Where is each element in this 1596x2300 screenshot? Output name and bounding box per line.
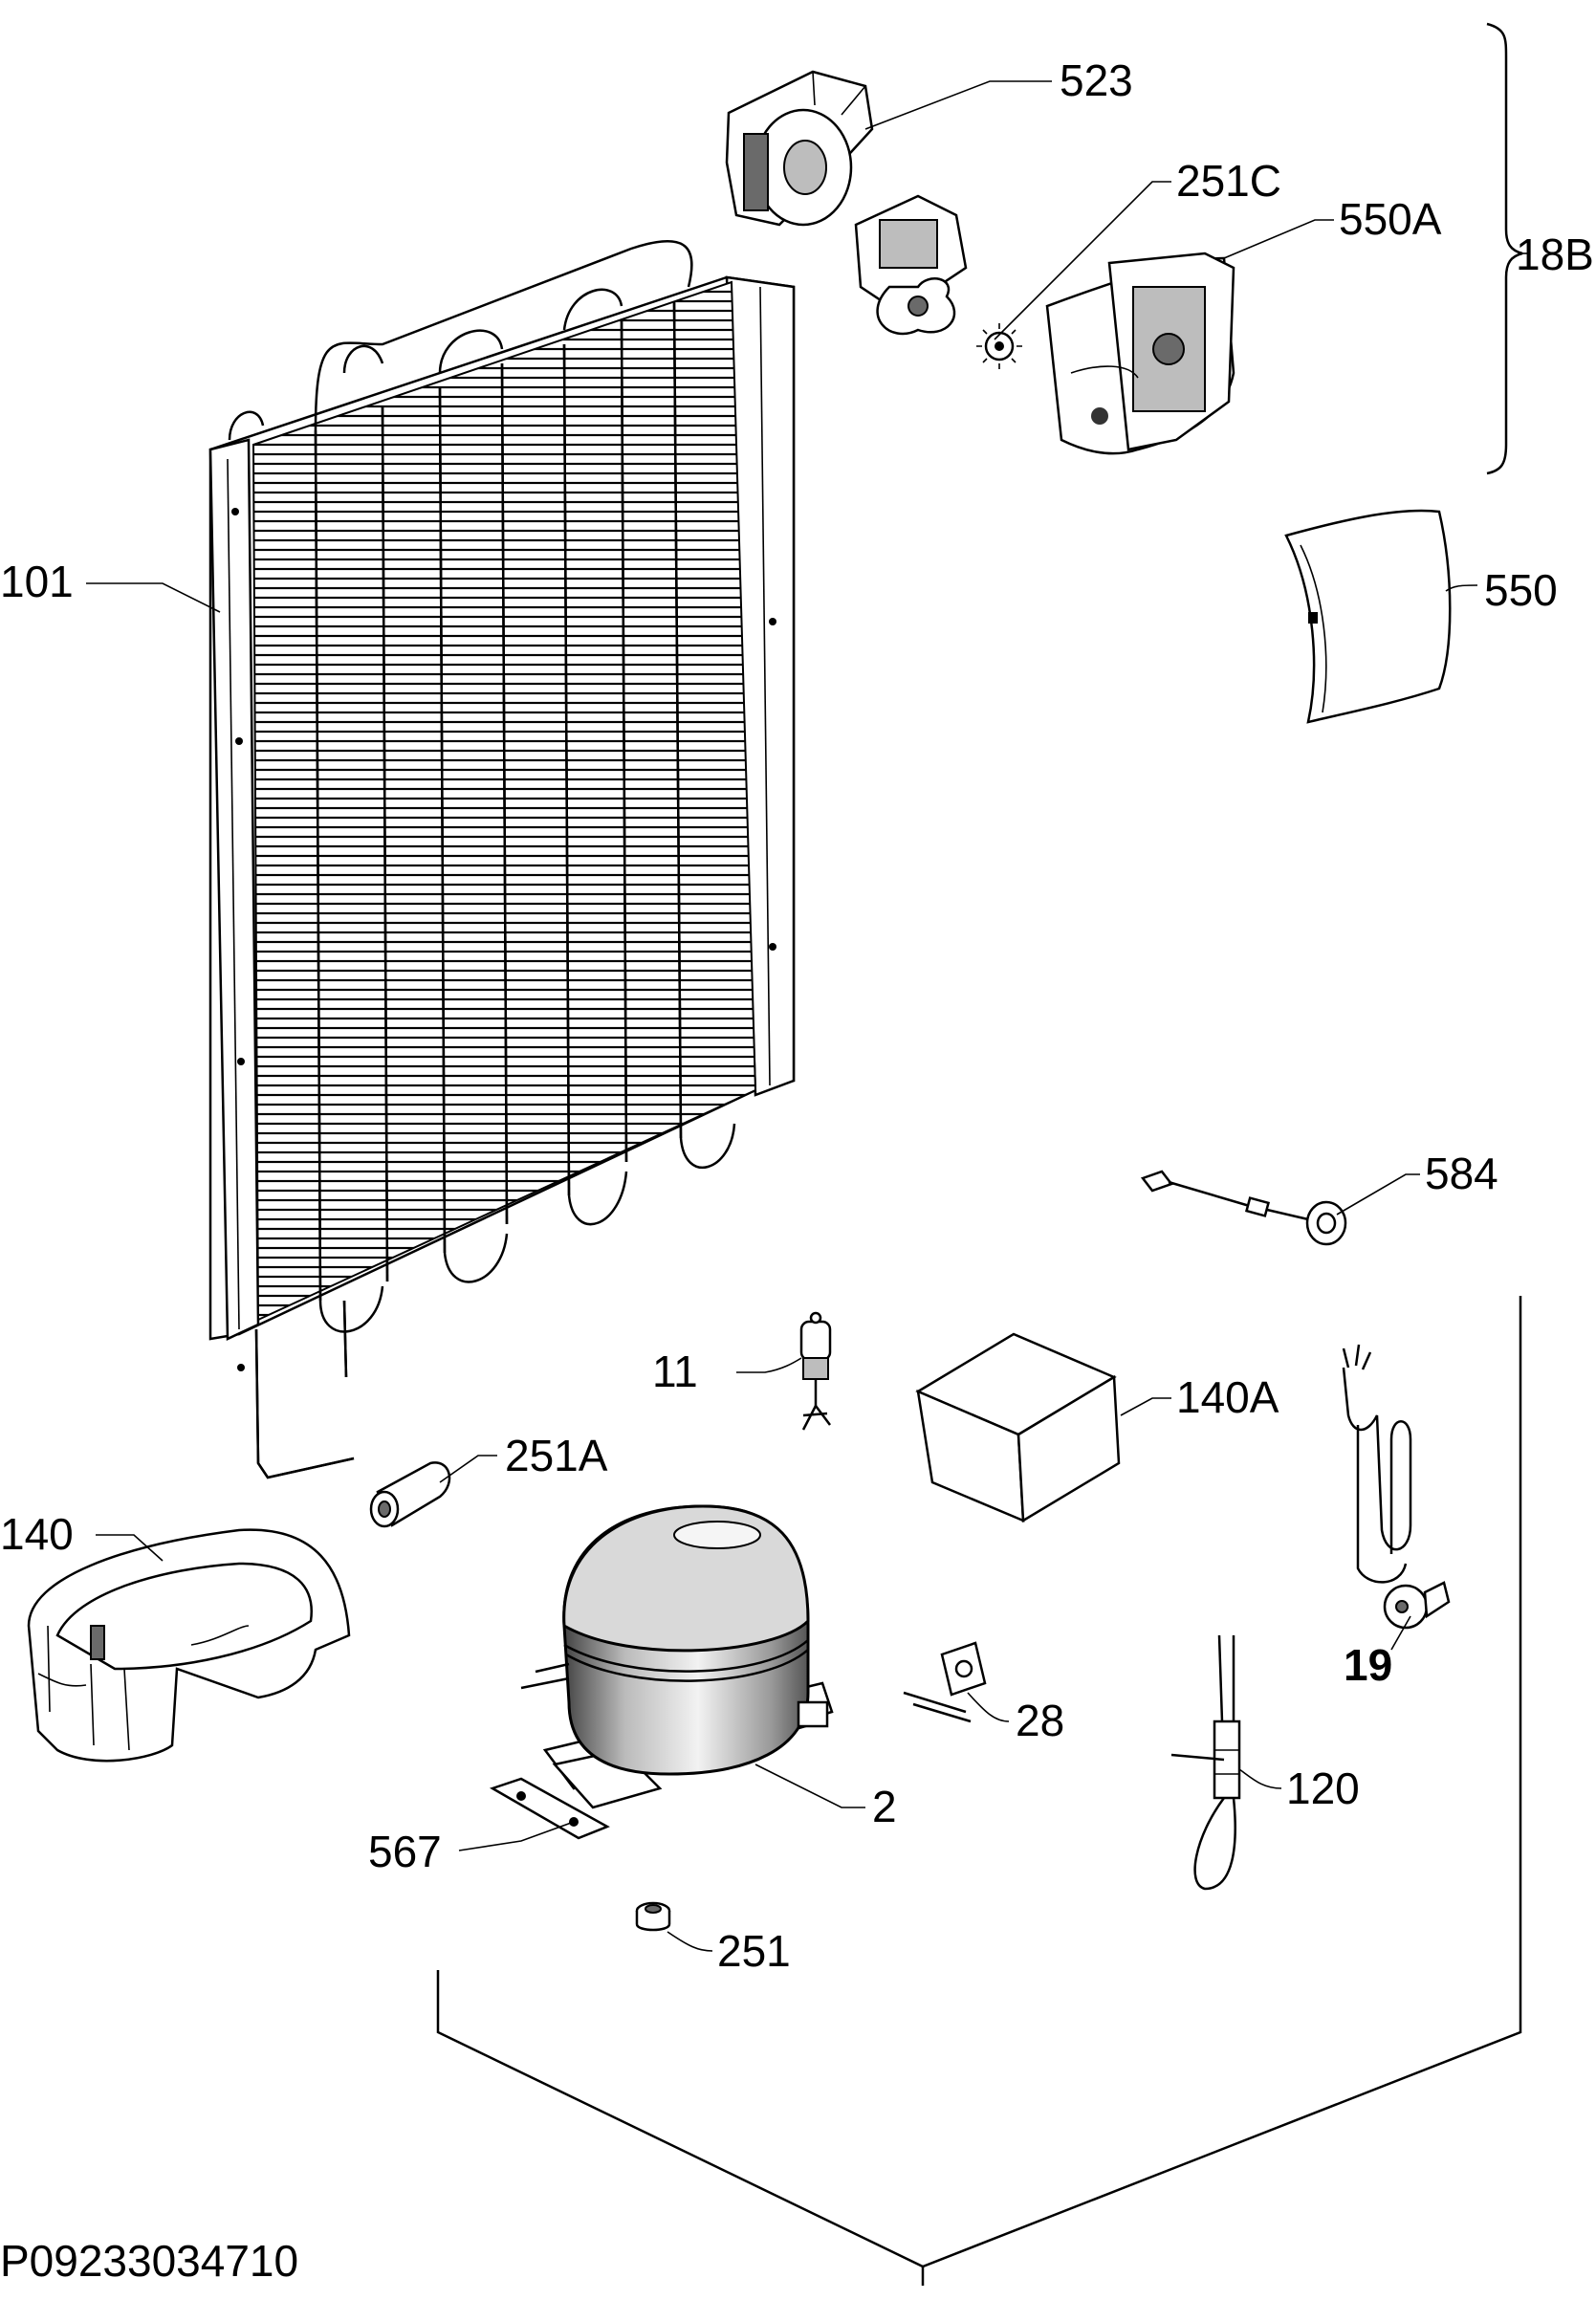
diagram-reference-code: P09233034710: [0, 2236, 298, 2286]
label-251a: 251A: [505, 1431, 608, 1480]
compressor-part: [520, 1504, 834, 1809]
grommet-251-part: [635, 1901, 671, 1932]
label-251c: 251C: [1176, 156, 1281, 206]
label-140a: 140A: [1176, 1372, 1279, 1422]
label-2: 2: [872, 1782, 897, 1831]
base-outline: [436, 1296, 1522, 2286]
label-251: 251: [717, 1926, 791, 1976]
label-120: 120: [1286, 1763, 1360, 1813]
cover-panel-part: [1284, 509, 1452, 724]
part-251a: [369, 1461, 451, 1528]
fan-motor-part: [854, 194, 968, 336]
label-567: 567: [368, 1827, 442, 1876]
thermostat-capillary-part: [1170, 1634, 1241, 1891]
label-550a: 550A: [1339, 194, 1442, 244]
condenser-part: [208, 239, 796, 1479]
leader-lines: [86, 80, 1530, 1952]
fan-bracket-part: [725, 70, 874, 227]
label-550: 550: [1484, 565, 1558, 615]
relay-11-part: [799, 1311, 832, 1431]
sensor-plug-part: [1140, 1170, 1347, 1246]
label-523: 523: [1060, 55, 1133, 105]
label-101: 101: [0, 557, 74, 606]
label-584: 584: [1425, 1149, 1498, 1198]
power-cord-part: [1342, 1344, 1451, 1630]
label-19: 19: [1344, 1640, 1392, 1690]
clip-28-part: [903, 1641, 987, 1723]
label-11: 11: [652, 1347, 698, 1396]
drip-tray-part: [27, 1528, 351, 1763]
gear-washer-part: [976, 323, 1022, 369]
fan-housing-part: [1045, 252, 1235, 455]
label-28: 28: [1016, 1696, 1064, 1745]
cover-box-140a-part: [915, 1332, 1121, 1523]
label-140: 140: [0, 1509, 74, 1559]
label-18b: 18B: [1516, 230, 1594, 279]
